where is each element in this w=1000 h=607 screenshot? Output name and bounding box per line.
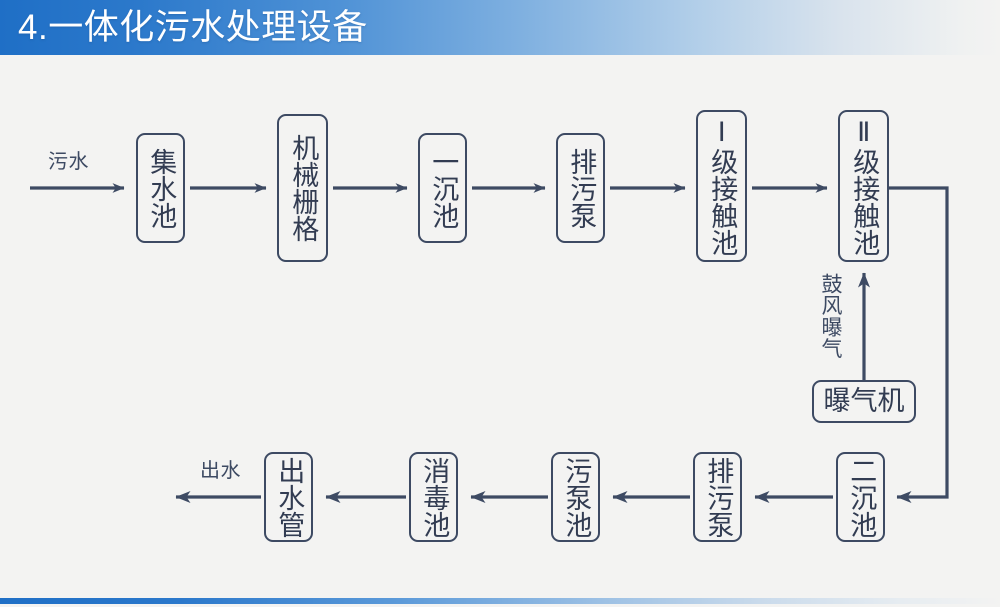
node-sludge-pump-tank[interactable]: 污泵池	[551, 452, 600, 542]
node-label: 机械栅格	[288, 134, 319, 242]
node-disinfection-tank[interactable]: 消毒池	[409, 452, 458, 542]
node-secondary-settling-tank[interactable]: 二沉池	[836, 452, 885, 542]
node-label: 出水管	[274, 456, 305, 538]
node-outlet-pipe[interactable]: 出水管	[264, 452, 313, 542]
outlet-label: 出水	[200, 460, 241, 482]
node-mechanical-grating[interactable]: 机械栅格	[277, 114, 328, 262]
node-sewage-pump-top[interactable]: 排污泵	[556, 133, 605, 243]
node-label: 排污泵	[566, 147, 597, 229]
node-label: 二沉池	[846, 456, 877, 538]
node-contact-tank-2[interactable]: Ⅱ级接触池	[838, 110, 889, 262]
node-label: 污泵池	[561, 456, 592, 538]
footer-bar	[0, 598, 1000, 604]
node-label: Ⅱ级接触池	[849, 116, 880, 256]
connector-lines	[30, 183, 949, 504]
node-primary-settling-tank[interactable]: 一沉池	[418, 133, 467, 243]
aeration-label: 鼓风曝气	[819, 273, 842, 359]
node-label: 消毒池	[419, 456, 450, 538]
node-collection-tank[interactable]: 集水池	[136, 133, 185, 243]
node-sewage-pump-bottom[interactable]: 排污泵	[693, 452, 742, 542]
header-bar: 4.一体化污水处理设备	[0, 0, 1000, 55]
node-label: 一沉池	[428, 147, 459, 229]
page-title: 4.一体化污水处理设备	[18, 8, 368, 47]
node-label: 集水池	[146, 147, 177, 229]
node-label: 排污泵	[703, 456, 734, 538]
node-aerator[interactable]: 曝气机	[812, 380, 916, 423]
node-contact-tank-1[interactable]: Ⅰ级接触池	[696, 110, 747, 262]
inlet-label: 污水	[48, 151, 89, 173]
node-label: 曝气机	[823, 385, 905, 416]
flow-diagram: 污水 出水 鼓风曝气 集水池 机械栅格 一沉池 排污泵 Ⅰ级接触池 Ⅱ级接触池 …	[0, 55, 1000, 598]
node-label: Ⅰ级接触池	[707, 116, 738, 256]
